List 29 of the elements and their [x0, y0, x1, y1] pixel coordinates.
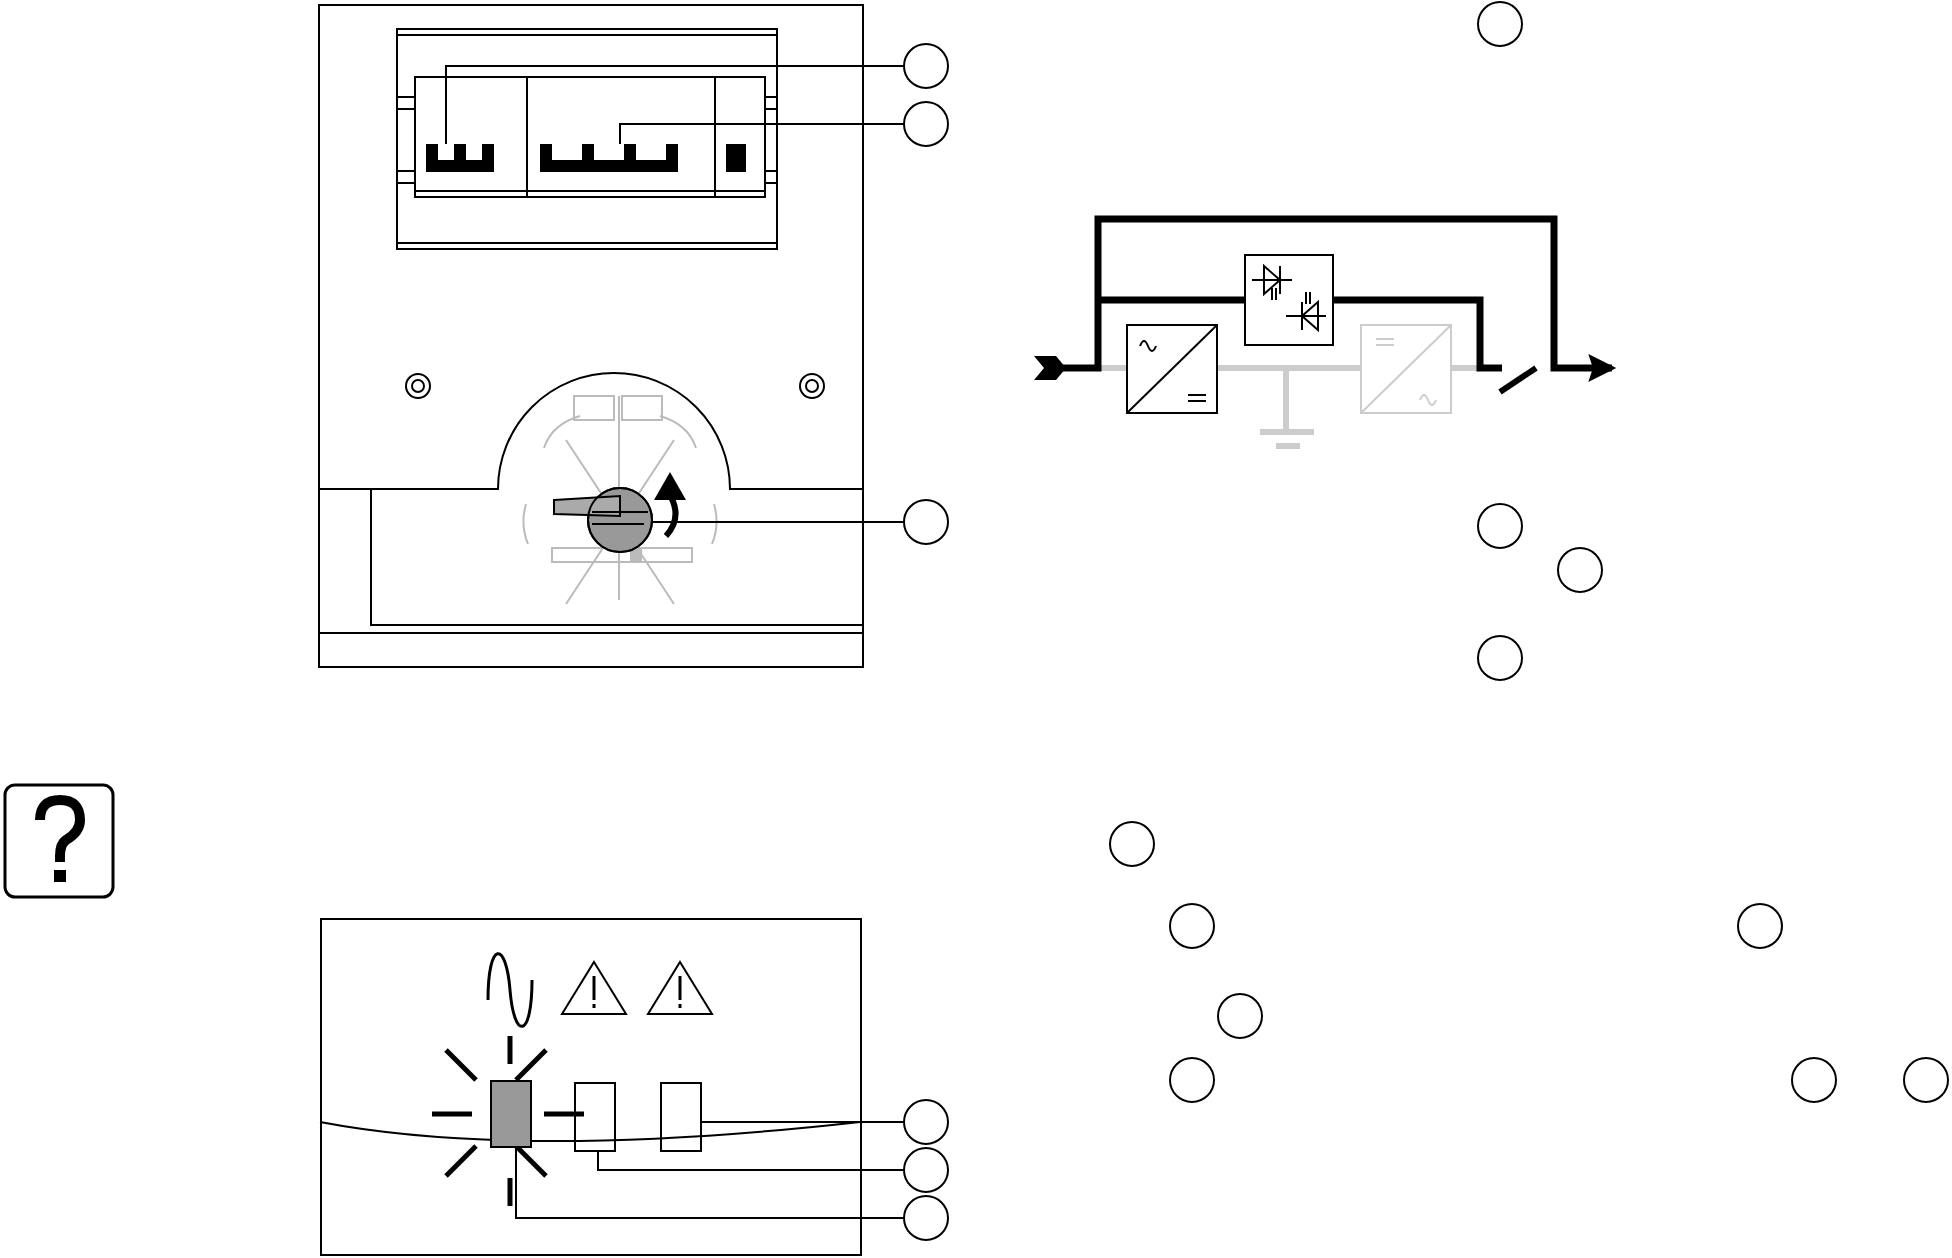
- leader-line: [445, 65, 905, 145]
- callout-circle: [1477, 1, 1523, 47]
- leader-line: [515, 1146, 905, 1219]
- callout-circle: [903, 499, 949, 545]
- selector-knob: [587, 487, 653, 553]
- callout-circle: [1557, 547, 1603, 593]
- callout-circle: [1903, 1057, 1949, 1103]
- callout-circle: [903, 1147, 949, 1193]
- callout-circle: [1169, 1057, 1215, 1103]
- callout-circle: [903, 1195, 949, 1241]
- callout-circle: [1169, 903, 1215, 949]
- breaker-switch: [426, 144, 494, 172]
- breaker-switch: [540, 144, 678, 172]
- callout-circle: [1477, 503, 1523, 549]
- callout-circle: [1217, 993, 1263, 1039]
- callout-circle: [1737, 903, 1783, 949]
- callout-circle: [903, 1099, 949, 1145]
- callout-circle: [903, 43, 949, 89]
- callout-circle: [1791, 1057, 1837, 1103]
- leader-line: [619, 123, 905, 145]
- callout-circle: [1109, 821, 1155, 867]
- indicator-light: [490, 1080, 532, 1148]
- leader-line: [651, 521, 905, 523]
- leader-line: [597, 1150, 905, 1171]
- callout-circle: [903, 101, 949, 147]
- callout-circle: [1477, 635, 1523, 681]
- indicator-light: [574, 1082, 616, 1152]
- indicator-light: [660, 1082, 702, 1152]
- leader-line: [700, 1121, 905, 1123]
